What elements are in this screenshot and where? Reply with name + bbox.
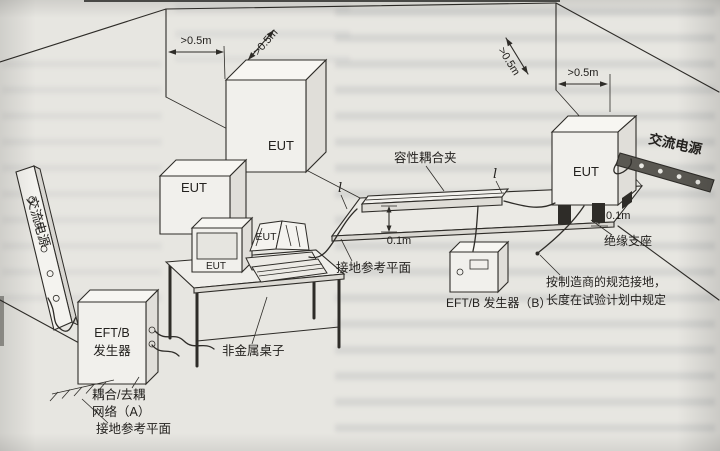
room-outline: [0, 0, 720, 351]
dim-label-right-diagonal: >0.5m: [495, 45, 522, 78]
ground-plane-bottom-label: 接地参考平面: [96, 421, 171, 436]
eut-label-right-box: EUT: [573, 164, 599, 179]
outlet-icon: [28, 196, 36, 204]
ground-connection-point: [535, 251, 540, 256]
ac-power-right-label: 交流电源: [647, 130, 704, 157]
coupling-network-label-line1: 耦合/去耦: [92, 387, 145, 402]
grounding-note-line2: 长度在试验计划中规定: [546, 292, 666, 307]
leader-ground-plane-bottom: [81, 398, 109, 424]
coupling-clamp-label: 容性耦合夹: [394, 150, 457, 165]
dim-label-support-height: 0.1m: [606, 210, 630, 222]
eut-stacked-boxes: [158, 58, 328, 236]
power-cable: [47, 297, 77, 332]
knob-icon: [148, 340, 156, 348]
ac-power-strip-left: [15, 165, 79, 331]
outlet-icon: [639, 163, 644, 169]
cables: [47, 158, 632, 357]
dimension-left-diagonal: [247, 29, 275, 61]
leader-length-symbol: [340, 194, 348, 210]
right-floor-line: [617, 225, 720, 301]
left-floor-line: [0, 299, 93, 351]
cable-length-symbol: l: [493, 167, 497, 182]
eftb-generator-a-box: [49, 288, 160, 402]
eftb-generator-a-label-line1: EFT/B: [94, 326, 129, 340]
dim-label-left-horizontal: >0.5m: [181, 35, 212, 47]
eut-label-document-holder: EUT: [256, 231, 278, 243]
ac-power-strip-right: [615, 152, 715, 193]
eut-right-box: [550, 114, 638, 224]
cable-to-clamp: [308, 208, 358, 259]
outlet-icon: [695, 179, 701, 185]
cable-clamp-to-generator: [472, 205, 479, 252]
insulating-support-label: 绝缘支座: [604, 233, 652, 248]
eut-label-top-box: EUT: [268, 138, 294, 153]
eut-label-monitor: EUT: [206, 261, 226, 272]
dim-label-left-diagonal: >0.5m: [251, 27, 280, 58]
leader-ground-plane: [340, 238, 353, 262]
signal-cable: [151, 344, 180, 357]
dimension-right-diagonal: [505, 37, 529, 75]
leader-insulating-support: [590, 219, 613, 236]
cable-length-symbol: l: [338, 181, 342, 196]
dim-label-right-horizontal: >0.5m: [568, 67, 599, 79]
leader-coupling-clamp: [425, 165, 445, 192]
insulating-support-foot: [558, 205, 571, 224]
ground-plane-center-label: 接地参考平面: [336, 260, 411, 275]
dimension-left-horizontal: [168, 45, 226, 80]
cable-clamp-to-eut: [503, 200, 556, 208]
dim-label-clamp-height: 0.1m: [387, 235, 411, 247]
insulating-support-foot: [622, 191, 632, 209]
ground-hatching: [49, 379, 115, 402]
eftb-generator-b-box: [448, 240, 510, 294]
outlet-icon: [34, 220, 42, 228]
monitor-screen: [196, 232, 238, 260]
eut-monitor: [190, 216, 254, 274]
outlet-icon: [676, 174, 682, 180]
eut-label-middle-box: EUT: [181, 180, 207, 195]
power-cable: [613, 158, 632, 175]
grounding-note-line1: 按制造商的规范接地，: [546, 274, 666, 289]
coupling-network-label-line2: 网络（A）: [92, 404, 150, 419]
leader-table: [251, 296, 268, 345]
keyboard: [251, 258, 328, 283]
eftb-generator-b-label: EFT/B 发生器（B）: [446, 295, 551, 310]
knob-icon: [148, 326, 156, 334]
signal-cable: [154, 330, 215, 350]
knob-icon: [456, 268, 464, 276]
leader-grounding-note: [539, 254, 561, 276]
outlet-icon: [52, 294, 60, 302]
outlet-icon: [46, 270, 54, 278]
table-label: 非金属桌子: [222, 343, 285, 358]
display-panel: [469, 259, 489, 270]
eftb-generator-a-label-line2: 发生器: [93, 343, 131, 358]
grounding-cable: [538, 205, 585, 253]
capacitive-coupling-clamp: [360, 188, 510, 213]
outlet-icon: [657, 168, 663, 174]
leader-coupling-network: [131, 376, 140, 389]
dimension-clamp-height: [381, 205, 397, 233]
right-ceiling-line: [555, 2, 720, 93]
outlet-icon: [40, 245, 48, 253]
leader-length-symbol: [495, 180, 503, 194]
dimension-right-horizontal: [558, 74, 611, 112]
leader-lines: [81, 165, 613, 424]
